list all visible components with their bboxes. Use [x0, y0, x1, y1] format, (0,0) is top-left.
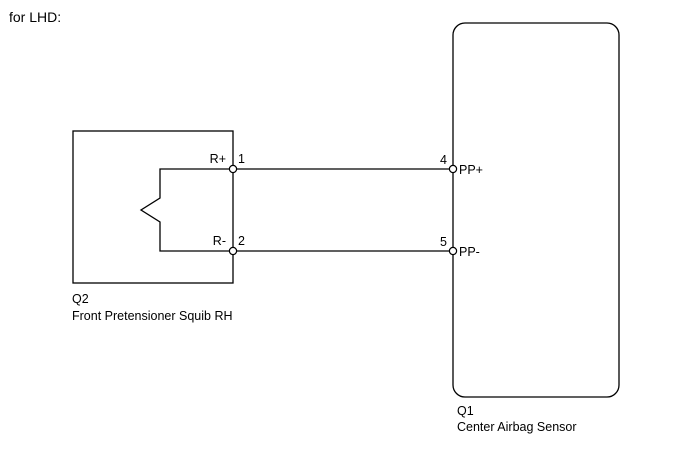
terminal-circle-pin1: [228, 164, 238, 174]
squib-name: Front Pretensioner Squib RH: [72, 309, 233, 323]
sensor-component-box: [452, 22, 620, 398]
pin-number-5: 5: [440, 235, 447, 249]
squib-component-box: [72, 130, 234, 284]
pin-number-2: 2: [238, 234, 245, 248]
pin-number-1: 1: [238, 152, 245, 166]
squib-element-symbol: [139, 168, 233, 252]
terminal-circle-pin5: [448, 246, 458, 256]
diagram-title: for LHD:: [9, 9, 61, 25]
terminal-label-r-plus: R+: [210, 152, 226, 166]
terminal-label-r-minus: R-: [213, 234, 226, 248]
sensor-code: Q1: [457, 404, 474, 418]
squib-code: Q2: [72, 292, 89, 306]
sensor-name: Center Airbag Sensor: [457, 420, 577, 434]
terminal-label-pp-plus: PP+: [459, 163, 483, 177]
pin-number-4: 4: [440, 153, 447, 167]
terminal-label-pp-minus: PP-: [459, 245, 480, 259]
terminal-circle-pin2: [228, 246, 238, 256]
terminal-circle-pin4: [448, 164, 458, 174]
